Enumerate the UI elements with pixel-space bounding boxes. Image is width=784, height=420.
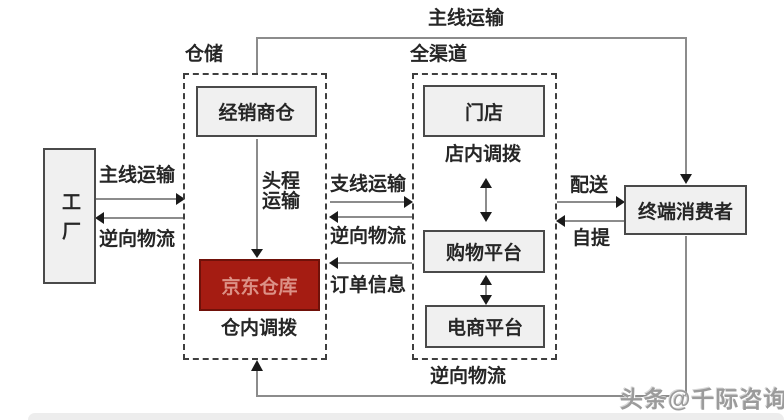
self-pickup-label: 自提 bbox=[572, 228, 611, 249]
distributor-warehouse-label: 经销商仓 bbox=[218, 103, 295, 124]
arrowhead-delivery bbox=[616, 196, 625, 208]
factory-box: 工厂 bbox=[43, 148, 96, 284]
jd-warehouse-label: 京东仓库 bbox=[221, 276, 298, 298]
arrowhead-shopping-up bbox=[480, 275, 492, 285]
top-route-label: 主线运输 bbox=[428, 8, 505, 29]
store-label: 门店 bbox=[464, 102, 503, 124]
arrowhead-ecommerce-down bbox=[480, 295, 492, 305]
ecommerce-platform-label: 电商平台 bbox=[446, 318, 523, 339]
end-consumer-box: 终端消费者 bbox=[624, 185, 747, 235]
reverse-logistics-left-label: 逆向物流 bbox=[99, 229, 176, 250]
arrowhead-pickup bbox=[556, 215, 565, 227]
reverse-logistics-mid-label: 逆向物流 bbox=[330, 226, 407, 247]
arrowhead-branch-forward bbox=[404, 196, 413, 208]
arrowhead-factory-forward bbox=[176, 193, 185, 205]
top-route-line bbox=[256, 37, 687, 176]
branch-transport-label: 支线运输 bbox=[330, 174, 407, 195]
end-consumer-label: 终端消费者 bbox=[637, 201, 733, 223]
arrowhead-first-leg bbox=[251, 249, 263, 258]
intra-warehouse-label: 仓内调拨 bbox=[221, 318, 298, 339]
arrowhead-store-down bbox=[480, 212, 492, 222]
arrowhead-order-info bbox=[329, 257, 338, 269]
store-box: 门店 bbox=[423, 85, 545, 137]
arrowhead-branch-reverse bbox=[329, 211, 338, 223]
arrowhead-store-up bbox=[480, 178, 492, 188]
factory-label: 工厂 bbox=[59, 192, 80, 250]
bottom-strip bbox=[28, 413, 784, 420]
first-leg-label: 头程 运输 bbox=[262, 171, 301, 212]
order-info-label: 订单信息 bbox=[330, 275, 407, 296]
in-store-transfer-label: 店内调拨 bbox=[445, 144, 522, 165]
omni-group bbox=[412, 73, 557, 360]
bottom-route-label: 逆向物流 bbox=[430, 366, 507, 387]
shopping-platform-box: 购物平台 bbox=[423, 230, 545, 273]
warehouse-group-title: 仓储 bbox=[185, 44, 224, 65]
bottom-route-line bbox=[256, 236, 687, 397]
ecommerce-platform-box: 电商平台 bbox=[425, 305, 545, 348]
main-transport-label: 主线运输 bbox=[99, 165, 176, 186]
omni-group-title: 全渠道 bbox=[410, 44, 468, 65]
arrowhead-into-warehouse-bottom bbox=[251, 360, 263, 371]
jd-warehouse-box: 京东仓库 bbox=[199, 259, 320, 311]
delivery-label: 配送 bbox=[570, 175, 609, 196]
distributor-warehouse-box: 经销商仓 bbox=[196, 86, 317, 137]
watermark: 头条@千际咨询 bbox=[620, 386, 784, 412]
arrowhead-into-consumer-top bbox=[680, 174, 692, 184]
warehouse-group bbox=[183, 73, 327, 360]
shopping-platform-label: 购物平台 bbox=[445, 243, 522, 264]
arrowhead-factory-reverse bbox=[95, 212, 104, 224]
